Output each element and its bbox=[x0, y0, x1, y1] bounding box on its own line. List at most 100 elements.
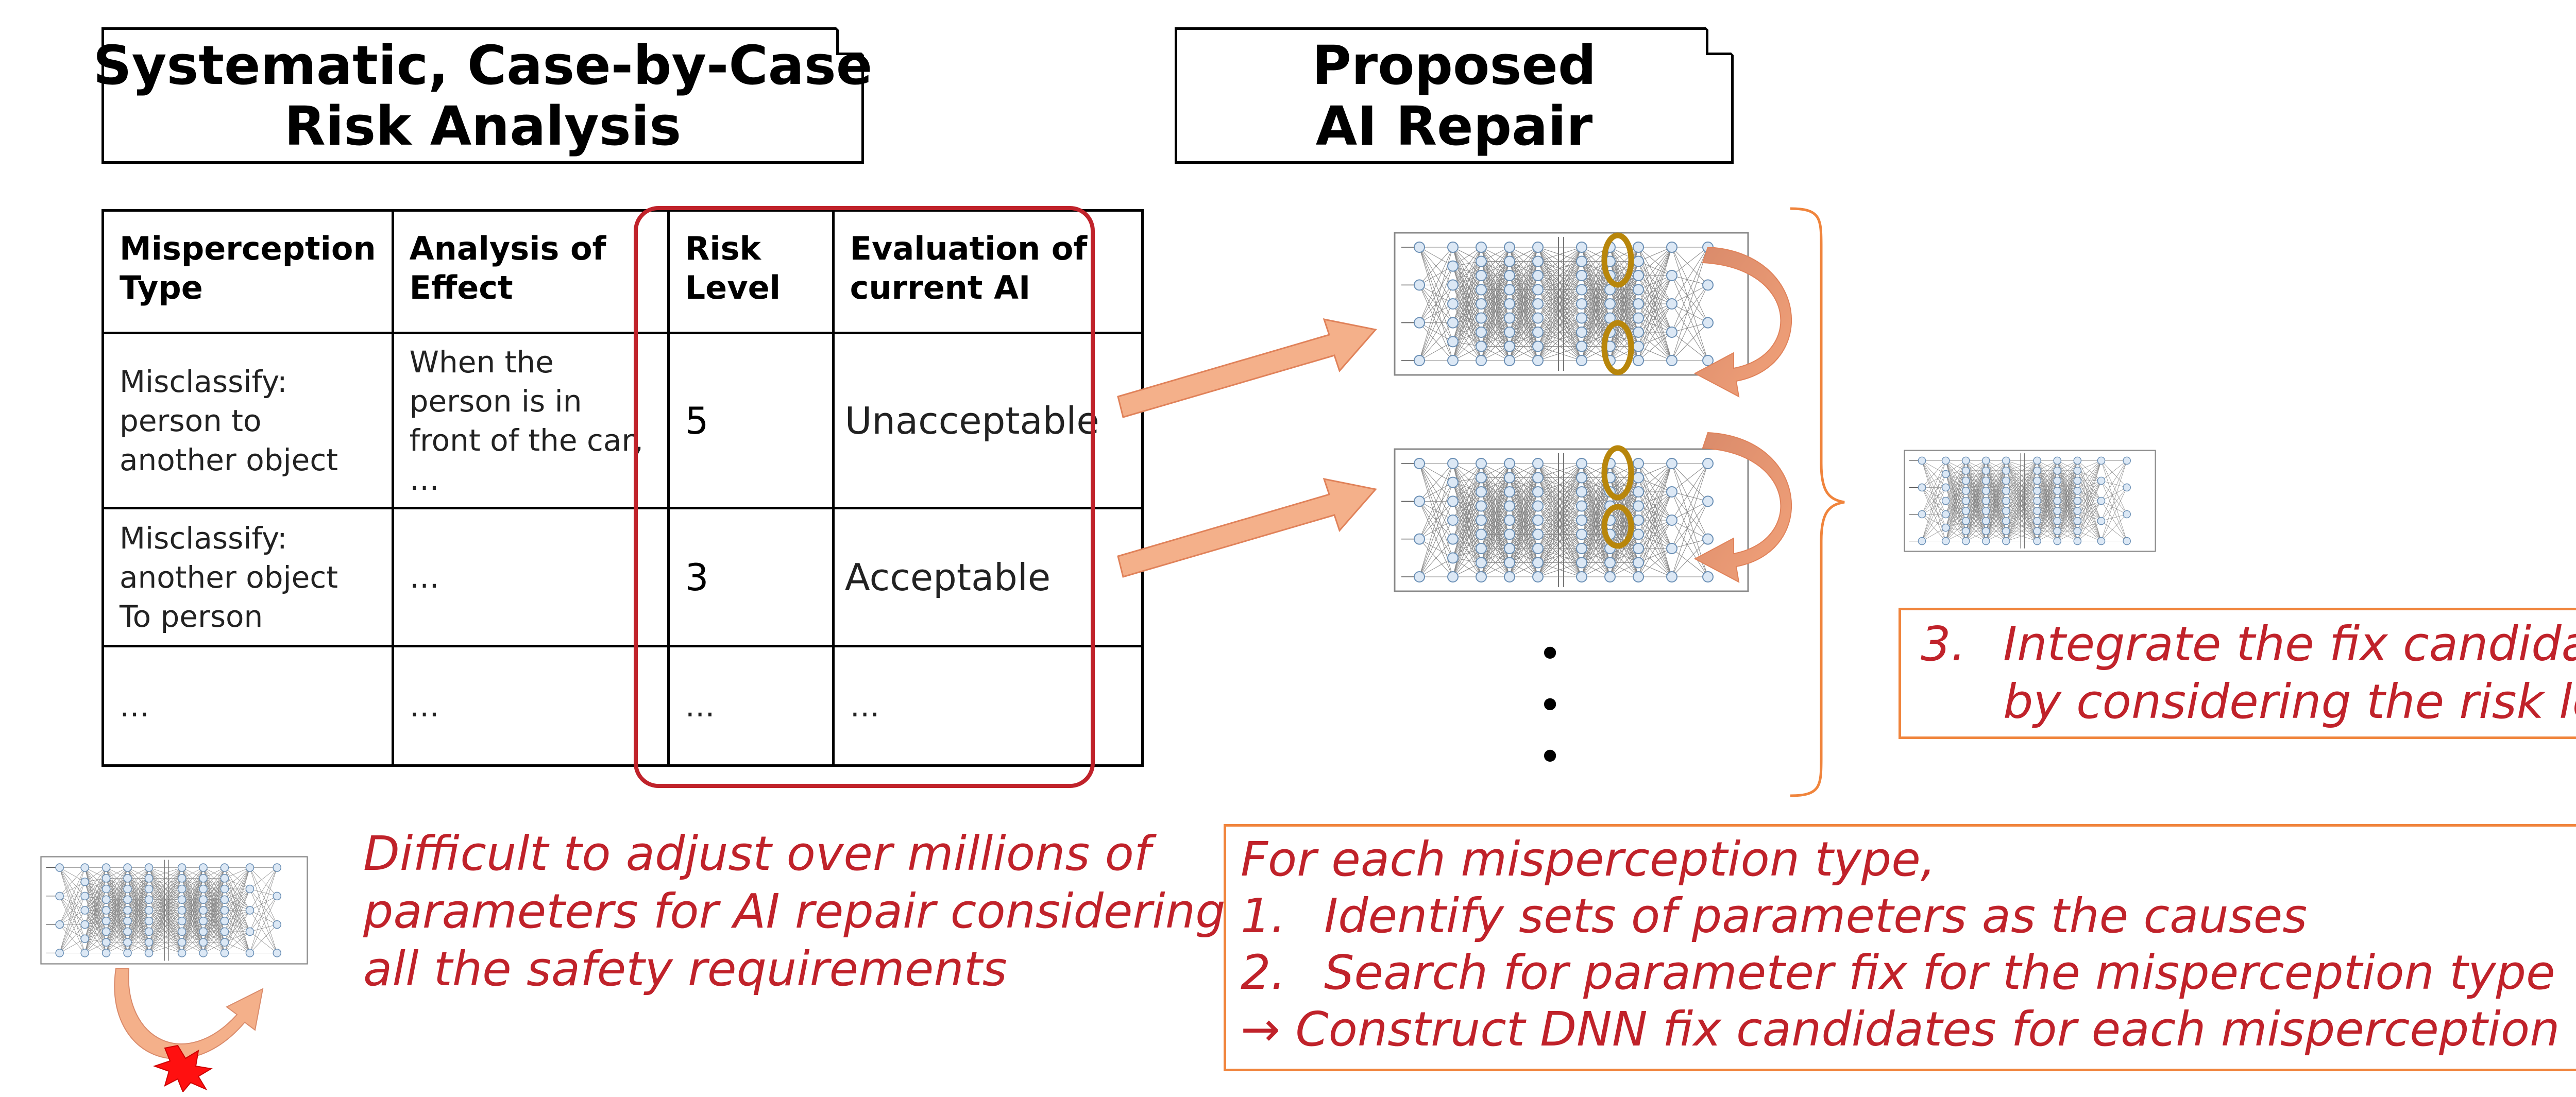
neuron-node bbox=[1532, 270, 1544, 281]
neuron-node bbox=[123, 938, 132, 947]
neuron-node bbox=[1576, 528, 1587, 540]
neuron-node bbox=[199, 938, 208, 947]
highlight-ring-icon bbox=[1601, 320, 1634, 375]
neuron-node bbox=[2033, 476, 2042, 485]
neuron-node bbox=[55, 863, 64, 872]
neuron-node bbox=[1532, 528, 1544, 540]
arrow-icon bbox=[1117, 318, 1377, 418]
neuron-node bbox=[1504, 543, 1515, 554]
neuron-node bbox=[1633, 298, 1644, 310]
neuron-node bbox=[1476, 312, 1487, 324]
neuron-node bbox=[1702, 533, 1714, 545]
neuron-node bbox=[2033, 496, 2042, 505]
neuron-node bbox=[177, 874, 187, 883]
neuron-node bbox=[1576, 500, 1587, 512]
neuron-node bbox=[1504, 486, 1515, 498]
neuron-node bbox=[1476, 500, 1487, 512]
neuron-node bbox=[220, 874, 229, 883]
neuron-node bbox=[2073, 476, 2082, 485]
neuron-node bbox=[1532, 515, 1544, 526]
step1-text: Identify sets of parameters as the cause… bbox=[1324, 888, 2308, 944]
neuron-node bbox=[2073, 496, 2082, 505]
neuron-node bbox=[245, 863, 255, 872]
neuron-node bbox=[1981, 467, 1990, 475]
neuron-node bbox=[1961, 517, 1970, 525]
neuron-node bbox=[101, 884, 111, 894]
neuron-node bbox=[1702, 458, 1714, 469]
neuron-node bbox=[2002, 456, 2010, 465]
curved-arrow-icon bbox=[1693, 247, 1792, 398]
neuron-node bbox=[1604, 312, 1616, 324]
neuron-node bbox=[1476, 255, 1487, 267]
neuron-node bbox=[199, 863, 208, 872]
vertical-dots: • • • bbox=[1538, 628, 1562, 783]
highlight-ring-icon bbox=[1601, 232, 1634, 288]
neuron-node bbox=[1941, 456, 1950, 465]
neuron-node bbox=[1447, 317, 1459, 329]
cell-effect: … bbox=[391, 507, 670, 647]
neuron-node bbox=[1576, 515, 1587, 526]
failure-loop bbox=[114, 968, 264, 1092]
neuron-node bbox=[1666, 355, 1677, 366]
neuron-node bbox=[1414, 458, 1425, 469]
highlight-ring-icon bbox=[1601, 504, 1634, 549]
neuron-node bbox=[1702, 279, 1714, 291]
neuron-node bbox=[1504, 312, 1515, 324]
left-title-box: Systematic, Case-by-Case Risk Analysis bbox=[93, 27, 872, 164]
neuron-node bbox=[1576, 340, 1587, 352]
neuron-node bbox=[1532, 340, 1544, 352]
neuron-node bbox=[1666, 242, 1677, 253]
neuron-node bbox=[245, 927, 255, 936]
risk-evaluation-highlight bbox=[634, 206, 1095, 788]
neuron-node bbox=[1532, 500, 1544, 512]
neuron-node bbox=[2033, 517, 2042, 525]
difficulty-text: Difficult to adjust over millions of par… bbox=[363, 825, 1226, 998]
neuron-node bbox=[1961, 487, 1970, 495]
neuron-node bbox=[1532, 571, 1544, 582]
header-risk-level: Risk Level bbox=[667, 209, 835, 334]
neuron-node bbox=[1576, 284, 1587, 296]
straight-arrows bbox=[1117, 318, 1377, 578]
table-header-row: Misperception Type Analysis of Effect Ri… bbox=[101, 209, 1144, 334]
explosion-icon bbox=[152, 1044, 213, 1092]
neuron-node bbox=[1961, 507, 1970, 515]
neuron-node bbox=[1447, 476, 1459, 488]
neuron-node bbox=[1576, 557, 1587, 569]
difficulty-line3: all the safety requirements bbox=[363, 941, 1007, 997]
neuron-node bbox=[123, 906, 132, 915]
neuron-node bbox=[1532, 255, 1544, 267]
neuron-node bbox=[1633, 543, 1644, 554]
neuron-node bbox=[2053, 537, 2062, 545]
neuron-node bbox=[101, 949, 111, 957]
curved-arrows bbox=[1693, 247, 1792, 583]
neuron-node bbox=[144, 874, 154, 883]
neuron-node bbox=[2123, 456, 2131, 465]
neuron-node bbox=[1666, 515, 1677, 526]
neuron-node bbox=[2097, 456, 2106, 465]
neuron-node bbox=[1702, 355, 1714, 366]
neuron-node bbox=[1961, 467, 1970, 475]
left-title-line2: Risk Analysis bbox=[284, 94, 682, 158]
neuron-node bbox=[144, 895, 154, 904]
neuron-node bbox=[101, 916, 111, 925]
risk-analysis-table: Misperception Type Analysis of Effect Ri… bbox=[101, 209, 1144, 767]
neuron-node bbox=[199, 884, 208, 894]
neuron-node bbox=[2002, 496, 2010, 505]
neuron-node bbox=[80, 863, 89, 872]
neuron-node bbox=[2097, 496, 2106, 505]
neuron-node bbox=[245, 949, 255, 957]
steps-box: For each misperception type, 1. Identify… bbox=[1224, 824, 2576, 1071]
neuron-node bbox=[1576, 298, 1587, 310]
arrow-icon bbox=[1117, 478, 1377, 578]
neuron-node bbox=[220, 895, 229, 904]
neuron-node bbox=[1504, 270, 1515, 281]
highlight-rings bbox=[1601, 232, 1634, 549]
neuron-node bbox=[1504, 472, 1515, 484]
neuron-node bbox=[177, 906, 187, 915]
neuron-node bbox=[101, 938, 111, 947]
curved-arrow-icon bbox=[114, 968, 264, 1059]
neuron-node bbox=[2002, 467, 2010, 475]
neuron-node bbox=[2002, 537, 2010, 545]
neuron-node bbox=[80, 877, 89, 886]
neuron-node bbox=[1633, 571, 1644, 582]
